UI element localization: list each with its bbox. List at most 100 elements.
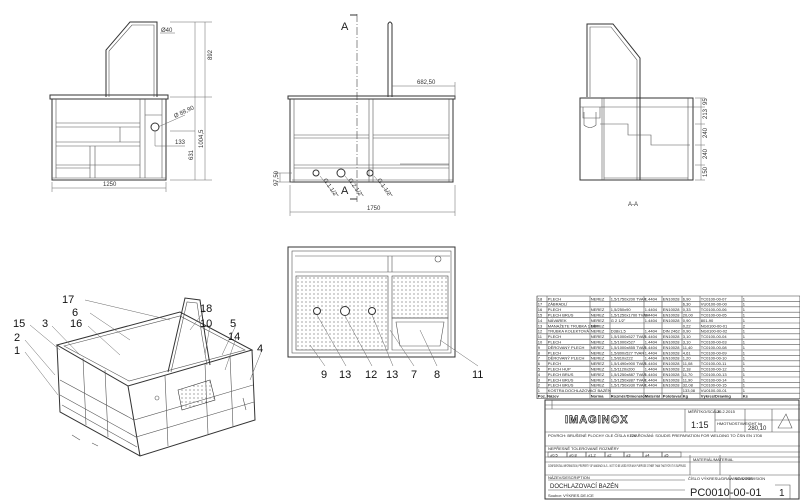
confidential-note: CONFIDENTIAL INFORMATION, PROPERTY OF IM… <box>548 463 686 468</box>
bom-cell: 0,90 <box>683 318 692 323</box>
bom-cell: 2 <box>538 383 541 388</box>
bom-cell: NEREZ <box>591 313 605 318</box>
overflow-hole <box>434 255 442 263</box>
sheet-number: 1 <box>779 488 785 499</box>
bom-cell: 1,5/1750x200 TVAR <box>611 296 647 301</box>
callout: 14 <box>228 331 240 343</box>
bom-cell: G 2 1/2" <box>611 318 626 323</box>
frame <box>51 98 167 181</box>
section-view: 95 213 240 240 150 A-A <box>579 23 709 208</box>
bom-cell: EN10028 <box>663 318 680 323</box>
tolerance-label: NEPŘESNĚ TOLEROVANÉ ROZMĚRY <box>548 446 619 451</box>
tolerance-value: ±4 <box>645 452 650 457</box>
bom-cell: PLECH <box>548 350 561 355</box>
section-label-bottom: A <box>341 185 349 197</box>
bom-cell: 1.4404 <box>645 361 658 366</box>
front-view: Ø40 892 Ø 88,90 133 631 1004,5 1250 <box>49 21 214 192</box>
bom-cell: PLECH <box>548 361 561 366</box>
bom-cell: 9 <box>538 345 541 350</box>
bom-cell: 1 <box>743 361 746 366</box>
bom-cell: 6,90 <box>683 296 692 301</box>
bom-cell: 1 <box>743 377 746 382</box>
perforated-plate <box>177 379 216 411</box>
bom-cell: 11,70 <box>683 372 693 377</box>
scale-value: 1:15 <box>691 420 709 430</box>
bom-cell: 8 <box>538 350 541 355</box>
callout: 9 <box>321 369 327 381</box>
bom-cell: 7 <box>538 356 541 361</box>
bom-cell: 1.4404 <box>645 356 658 361</box>
bom-cell: NEREZ <box>591 367 605 372</box>
bom-cell: PLECH BRUS <box>548 377 574 382</box>
iso-view: 17 18 6 10 5 15 3 16 14 2 4 1 <box>13 294 263 457</box>
bom-cell: 1.4404 <box>645 296 658 301</box>
bom-header: Poz. Název <box>538 394 560 399</box>
dim-rail-offset: 682,50 <box>417 80 436 86</box>
bom-header: Norma <box>591 394 604 399</box>
dim-section: 240 <box>703 148 709 159</box>
bom-cell: NEREZ <box>591 356 605 361</box>
bom-cell: 5 <box>538 367 541 372</box>
dim-rail-dia: Ø40 <box>161 28 173 34</box>
bom-cell: 1,5/250x90 <box>611 307 632 312</box>
tolerance-value: ±0,5 <box>550 452 559 457</box>
bom-cell: TC0100-00-11 <box>701 361 727 366</box>
bom-cell: EN10028 <box>663 367 680 372</box>
bom-cell: 0,33 <box>683 307 692 312</box>
scale-label: MĚŘÍTKO/SCALE <box>688 409 721 414</box>
bom-cell: NEREZ <box>591 340 605 345</box>
bom-cell: EN10028 <box>663 372 680 377</box>
bom-header: Rozměr/Dimension <box>611 394 648 399</box>
bom-cell: 1.4404 <box>645 345 658 350</box>
bom-cell: EN10028 <box>663 377 680 382</box>
bom-header: Kg <box>683 394 689 399</box>
callout: 1 <box>14 345 20 357</box>
tolerance-value: ±1,2 <box>588 452 597 457</box>
side-view: A A 682,50 97,50 1750 G 1 1/2" G 2 1/2" … <box>274 14 456 216</box>
bom-cell: EN10028 <box>663 334 680 339</box>
bom-cell: 1 <box>743 302 746 307</box>
bom-cell: TC0100-00-08 <box>701 345 728 350</box>
bom-cell: 1.4404 <box>645 340 658 345</box>
material-label: MATERIÁL/MATERIAL <box>693 457 734 462</box>
callout: 17 <box>62 294 74 306</box>
bom-cell: NEREZ <box>591 318 605 323</box>
bom-cell: 1.4404 <box>645 350 658 355</box>
bom-cell: NG0100-00-01 <box>701 323 728 328</box>
bom-cell: TC0100-00-12 <box>701 367 728 372</box>
bom-cell: 1 <box>743 356 746 361</box>
bom-cell: 1 <box>743 350 746 355</box>
bom-cell: 6 <box>538 361 541 366</box>
company-logo: IMAGINOX <box>565 414 629 426</box>
bom-cell: 1.4404 <box>645 377 658 382</box>
revision-label: STAV/REVISION <box>735 476 765 481</box>
bom-cell: 1.4404 <box>645 334 658 339</box>
bom-cell: PLECH BRUS <box>548 313 574 318</box>
bom-cell: 12 <box>538 329 543 334</box>
bom-cell: NEREZ <box>591 334 605 339</box>
bom-cell: TC0100-00-07 <box>701 296 728 301</box>
bom-cell: EN10028 <box>663 356 680 361</box>
drain-pipe <box>150 122 160 132</box>
dim-section: 213 <box>703 108 709 119</box>
bom-cell: EN10028 <box>663 313 680 318</box>
pipe-connection <box>366 169 374 177</box>
surface-label: POVRCH: BRUŠENÉ PLOCHY OLE ČÍSLA K170 <box>548 433 637 438</box>
dim-section: 150 <box>703 166 709 177</box>
bom-cell: 0,90 <box>683 329 692 334</box>
bom-cell: 1.4404 <box>645 329 658 334</box>
bom-cell: NEREZ <box>591 361 605 366</box>
mass-label: HMOTNOST/WEIGHT kg <box>717 421 762 426</box>
bom-cell: 1,5/1750x930 TVAR <box>611 383 647 388</box>
bom-cell: 1 <box>743 296 746 301</box>
bom-cell: 1.4404 <box>645 383 658 388</box>
bom-cell: PLECH <box>548 296 561 301</box>
bom-cell: 1.4404 <box>645 367 658 372</box>
tolerance-value: ±5 <box>664 452 669 457</box>
bom-cell: PLECH BRUS <box>548 372 574 377</box>
bom-cell: D38x1,5 <box>611 329 627 334</box>
